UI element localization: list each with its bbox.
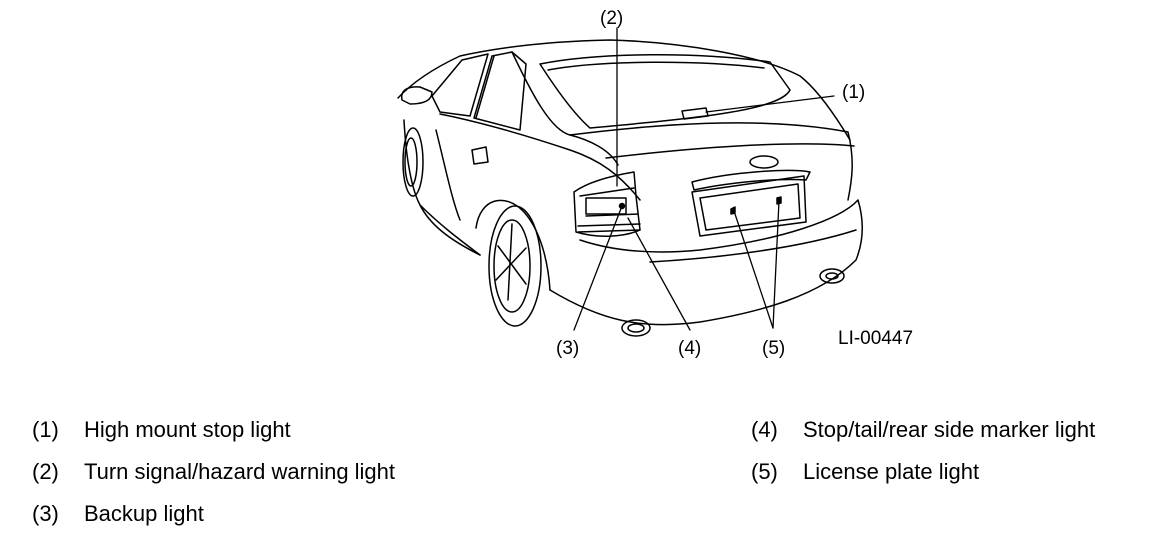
legend-text: Stop/tail/rear side marker light — [803, 417, 1096, 442]
legend-item-high-mount-stop-light: (1) High mount stop light — [32, 417, 291, 443]
legend-item-license-plate-light: (5) License plate light — [751, 459, 979, 485]
legend-number: (5) — [751, 459, 778, 484]
legend-number: (1) — [32, 417, 59, 442]
callout-5: (5) — [762, 338, 785, 359]
legend-number: (2) — [32, 459, 59, 484]
legend-item-backup-light: (3) Backup light — [32, 501, 204, 527]
legend-number: (3) — [32, 501, 59, 526]
legend-text: Backup light — [84, 501, 204, 526]
callout-1: (1) — [842, 82, 865, 103]
callout-4: (4) — [678, 338, 701, 359]
legend-text: Turn signal/hazard warning light — [84, 459, 396, 484]
car-body-drawing — [397, 39, 863, 337]
legend-number: (4) — [751, 417, 778, 442]
legend-text: High mount stop light — [84, 417, 291, 442]
car-rear-illustration: (1) (2) (3) (4) (5) LI-00447 — [397, 8, 913, 359]
legend-item-stop-tail-marker-light: (4) Stop/tail/rear side marker light — [751, 417, 1095, 443]
callout-2: (2) — [600, 8, 623, 29]
callout-3: (3) — [556, 338, 579, 359]
figure-code: LI-00447 — [838, 328, 913, 349]
callout-leader-lines — [573, 27, 835, 331]
legend-text: License plate light — [803, 459, 980, 484]
legend-item-turn-signal-light: (2) Turn signal/hazard warning light — [32, 459, 395, 485]
